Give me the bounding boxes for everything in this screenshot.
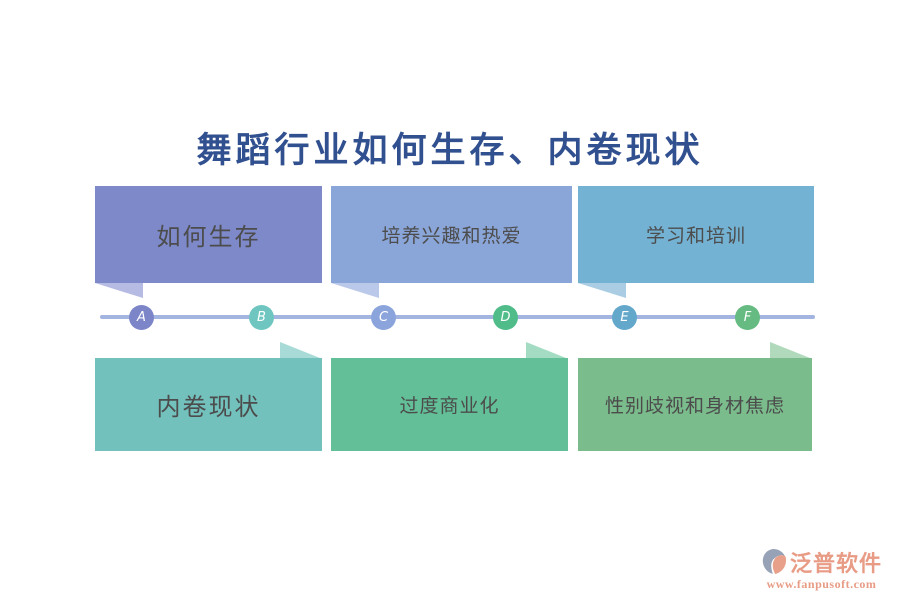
bubble-tail-up: [280, 342, 320, 358]
watermark-url[interactable]: www.fanpusoft.com: [766, 577, 877, 591]
topic-bubble-learning-training: 学习和培训: [578, 186, 814, 298]
page-title: 舞蹈行业如何生存、内卷现状: [196, 131, 704, 170]
fanpu-logo-icon: [762, 549, 786, 574]
node-letter: B: [257, 310, 266, 325]
bubble-tail-up: [770, 342, 810, 358]
bubble-label: 性别歧视和身材焦虑: [604, 396, 785, 417]
bubble-label: 如何生存: [156, 225, 261, 251]
timeline-node-f: F: [735, 305, 760, 330]
topic-bubble-over-commercialization: 过度商业化: [331, 342, 568, 451]
topic-bubble-involution-status: 内卷现状: [95, 342, 322, 451]
bubble-tail-down: [331, 283, 379, 298]
bubble-label: 内卷现状: [156, 395, 261, 421]
node-letter: F: [743, 310, 752, 325]
bubble-label: 学习和培训: [645, 226, 746, 247]
watermark-brand-name: 泛普软件: [789, 550, 882, 576]
timeline-node-d: D: [493, 305, 518, 330]
node-letter: A: [137, 310, 146, 325]
node-letter: E: [620, 310, 629, 325]
topic-bubble-discrimination-anxiety: 性别歧视和身材焦虑: [578, 342, 812, 451]
node-letter: D: [500, 310, 511, 325]
bubble-tail-down: [95, 283, 143, 298]
node-letter: C: [378, 310, 389, 325]
timeline-node-b: B: [249, 305, 274, 330]
bubble-label: 过度商业化: [399, 396, 500, 417]
timeline-node-a: A: [129, 305, 154, 330]
timeline-line: [100, 315, 815, 319]
bubble-label: 培养兴趣和热爱: [381, 226, 522, 247]
topic-bubble-how-to-survive: 如何生存: [95, 186, 322, 298]
bubble-tail-down: [578, 283, 626, 298]
bubble-tail-up: [526, 342, 566, 358]
timeline-node-c: C: [371, 305, 396, 330]
topic-bubble-cultivate-interest: 培养兴趣和热爱: [331, 186, 572, 298]
timeline-node-e: E: [612, 305, 637, 330]
watermark[interactable]: 泛普软件 www.fanpusoft.com: [761, 548, 882, 592]
